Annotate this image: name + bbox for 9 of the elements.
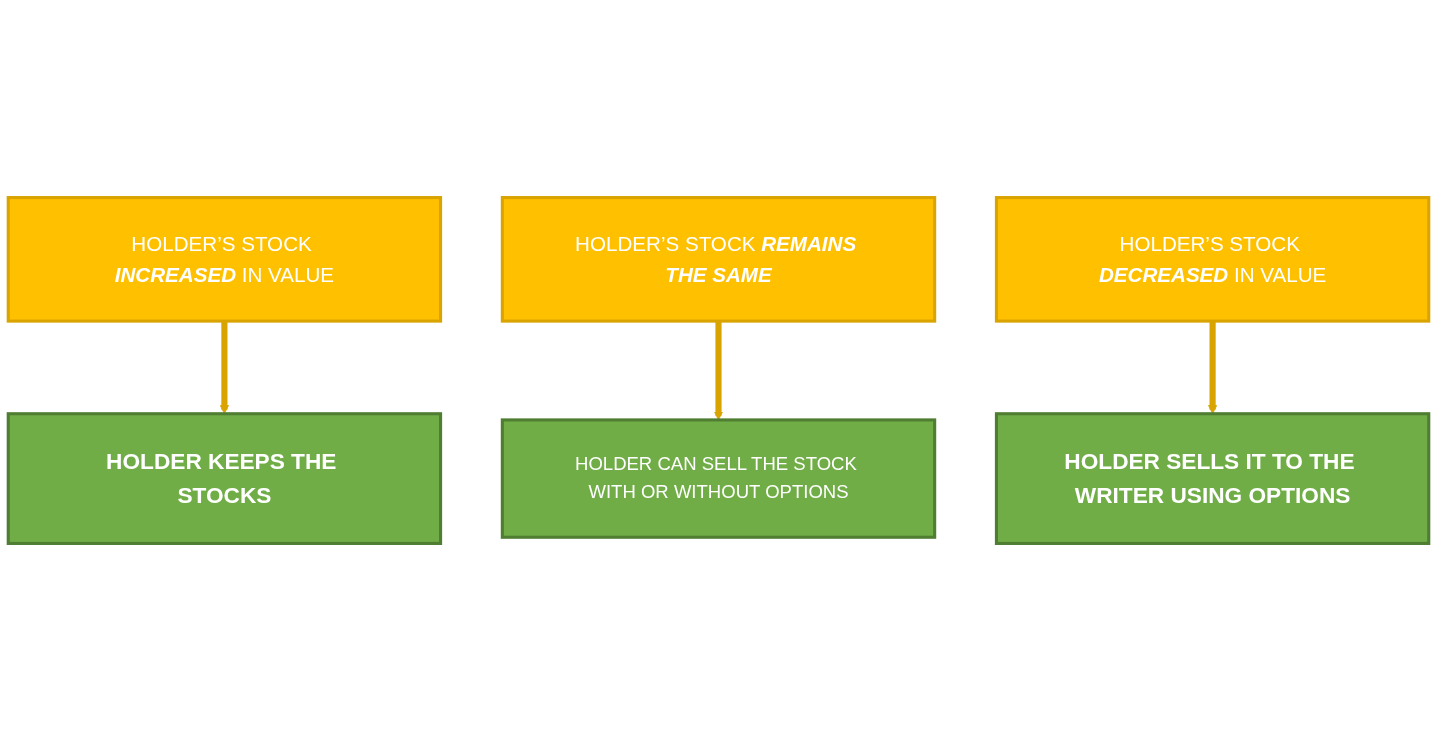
node-box: HOLDER’S STOCK REMAINS THE SAME	[500, 196, 937, 323]
arrow	[1208, 321, 1218, 415]
node-box: HOLDER CAN SELL THE STOCK WITH OR WITHOUT OPTIONS	[500, 418, 937, 539]
node-box: HOLDER SELLS IT TO THE WRITER USING OPTIONS	[994, 412, 1431, 545]
arrow	[713, 321, 724, 421]
node-box: HOLDER’S STOCK DECREASED IN VALUE	[994, 196, 1431, 323]
node-box: HOLDER KEEPS THE STOCKS	[6, 412, 443, 545]
node-box: HOLDER’S STOCK INCREASED IN VALUE	[6, 196, 443, 323]
arrow	[219, 321, 229, 415]
